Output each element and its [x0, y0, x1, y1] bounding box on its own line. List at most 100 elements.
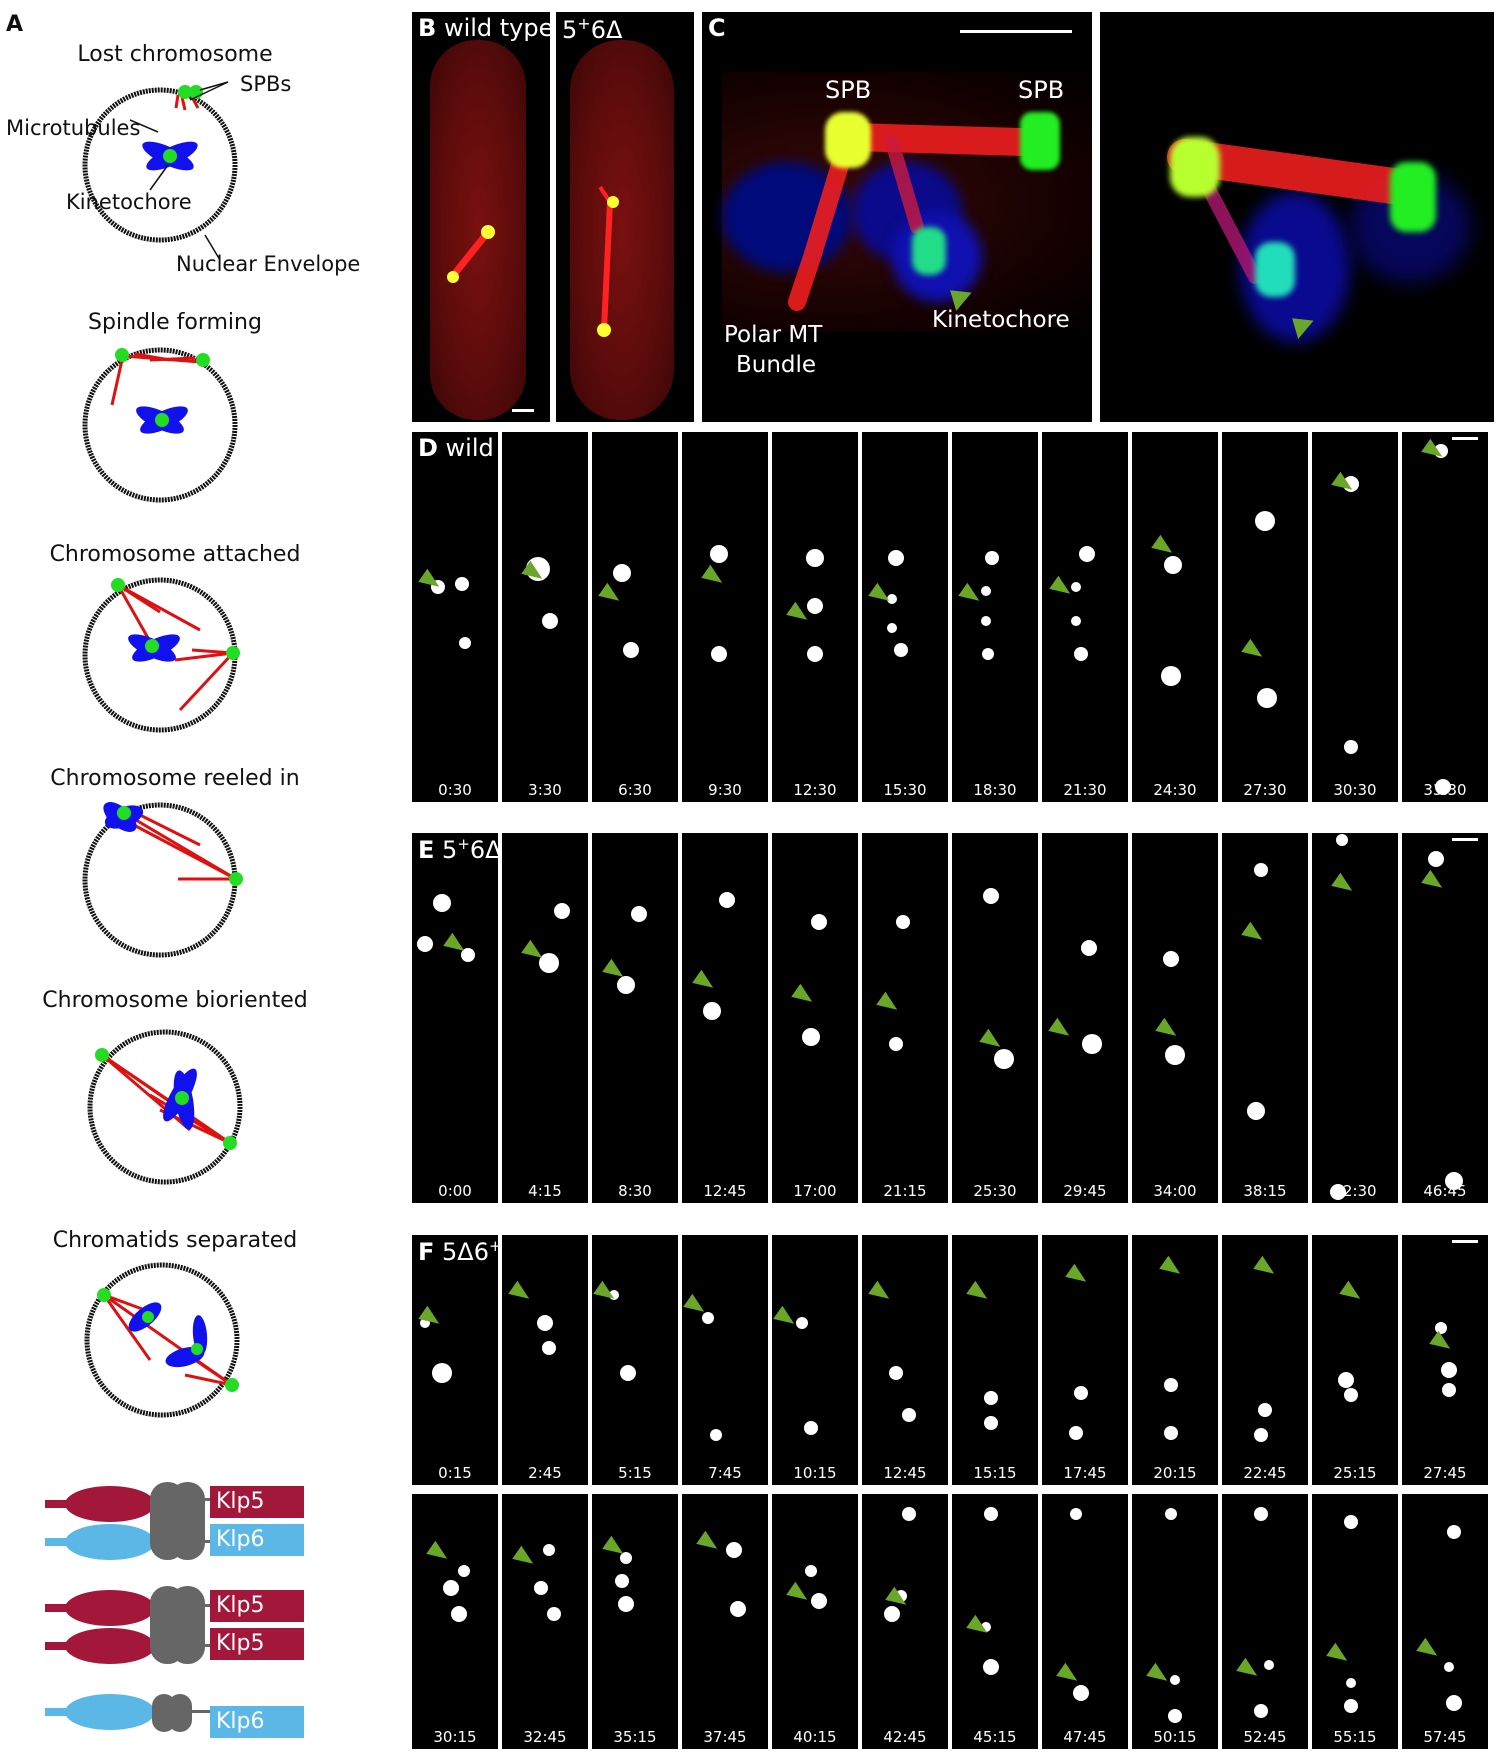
fluorescent-spot: [1163, 1378, 1178, 1392]
timelapse-frame: 12:45: [682, 833, 768, 1203]
fluorescent-spot: [703, 1001, 722, 1020]
stage-title-spindle-forming: Spindle forming: [88, 310, 262, 335]
frame-timestamp: 50:15: [1153, 1728, 1197, 1746]
frame-timestamp: 12:30: [793, 781, 837, 799]
fluorescent-spot: [416, 936, 433, 952]
fluorescent-spot: [718, 891, 735, 908]
fluorescent-spot: [1253, 863, 1268, 877]
fluorescent-spot: [419, 1317, 430, 1328]
frame-timestamp: 0:30: [438, 781, 472, 799]
label-kinetochore: Kinetochore: [66, 190, 192, 214]
fluorescent-spot: [1444, 1662, 1455, 1673]
frame-timestamp: 52:45: [1243, 1728, 1287, 1746]
timelapse-frame: 3:30: [502, 432, 588, 802]
frame-timestamp: 15:30: [883, 781, 927, 799]
fluorescent-spot: [1163, 1425, 1178, 1440]
timelapse-frame: 38:15: [1222, 833, 1308, 1203]
kinetochore-arrow-icon: [1429, 1330, 1455, 1356]
kinetochore-arrow-icon: [1159, 1255, 1185, 1281]
timelapse-frame: 27:30: [1222, 432, 1308, 802]
fluorescent-spot: [710, 1429, 723, 1441]
fluorescent-spot: [451, 1605, 468, 1622]
frame-timestamp: 46:45: [1423, 1182, 1467, 1200]
fluorescent-spot: [983, 1415, 998, 1430]
fluorescent-spot: [803, 1420, 818, 1435]
frame-timestamp: 4:15: [528, 1182, 562, 1200]
stage-title-chromosome-reeled-in: Chromosome reeled in: [50, 766, 300, 791]
timelapse-frame: 55:15: [1312, 1494, 1398, 1749]
fluorescent-spot: [1081, 1033, 1102, 1054]
kinetochore-arrow-icon: [867, 583, 894, 608]
fluorescent-spot: [1343, 1388, 1358, 1402]
timelapse-frame: 24:30: [1132, 432, 1218, 802]
fluorescent-spot: [622, 642, 639, 659]
timelapse-frame: 8:30: [592, 833, 678, 1203]
legend-klp5-hetero: Klp5: [210, 1486, 304, 1518]
panel-header: E 5+6Δ: [418, 835, 502, 864]
legend-klp5-homo-bottom: Klp5: [210, 1628, 304, 1660]
fluorescent-spot: [889, 1036, 904, 1051]
timelapse-frame: 30:30: [1312, 432, 1398, 802]
fluorescent-spot: [1071, 582, 1082, 593]
stage-title-chromosome-attached: Chromosome attached: [49, 542, 301, 567]
fluorescent-spot: [433, 894, 452, 913]
kinetochore-arrow-icon: [1330, 873, 1357, 898]
fluorescent-spot: [1165, 1045, 1185, 1065]
timelapse-frame: 17:00: [772, 833, 858, 1203]
fluorescent-spot: [1253, 1428, 1268, 1442]
timelapse-frame: 42:30: [1312, 833, 1398, 1203]
fluorescent-spot: [981, 615, 992, 626]
fluorescent-spot: [710, 646, 727, 662]
fluorescent-spot: [984, 550, 999, 565]
frame-timestamp: 40:15: [793, 1728, 837, 1746]
timelapse-frame: 33:30: [1402, 432, 1488, 802]
diagram-chromosome-bioriented: [87, 1029, 243, 1185]
frame-timestamp: 45:15: [973, 1728, 1017, 1746]
fluorescent-spot: [1069, 1425, 1084, 1440]
frame-timestamp: 2:45: [528, 1464, 562, 1482]
frame-timestamp: 35:15: [613, 1728, 657, 1746]
label-polar-mt: Polar MT: [724, 322, 823, 348]
fluorescent-spot: [982, 887, 999, 904]
frame-timestamp: 12:45: [883, 1464, 927, 1482]
fluorescent-spot: [608, 1290, 619, 1300]
panel-a-letter: A: [6, 12, 24, 37]
timelapse-frame: 21:15: [862, 833, 948, 1203]
frame-timestamp: 9:30: [708, 781, 742, 799]
fluorescent-spot: [543, 1544, 556, 1557]
timelapse-frame: 25:30: [952, 833, 1038, 1203]
frame-timestamp: 30:15: [433, 1728, 477, 1746]
timelapse-frame: 34:00: [1132, 833, 1218, 1203]
frame-timestamp: 17:00: [793, 1182, 837, 1200]
kinetochore-arrow-icon: [957, 583, 984, 608]
kinetochore-arrow-icon: [786, 1581, 812, 1607]
fluorescent-spot: [806, 548, 824, 567]
label-spb-right: SPB: [1018, 76, 1065, 104]
timelapse-frame: 4:15: [502, 833, 588, 1203]
kinetochore-arrow-icon: [1240, 638, 1267, 664]
kinetochore-arrow-icon: [1253, 1255, 1280, 1281]
fluorescent-spot: [981, 1621, 992, 1632]
scale-bar: [1452, 838, 1478, 841]
timelapse-frame: 18:30: [952, 432, 1038, 802]
legend-klp6-hetero: Klp6: [210, 1524, 304, 1556]
fluorescent-spot: [983, 1507, 998, 1522]
panel-header: F 5Δ6+: [418, 1237, 502, 1266]
fluorescent-spot: [533, 1581, 548, 1596]
legend-klp6-mono: Klp6: [210, 1706, 304, 1738]
timelapse-frame: 50:15: [1132, 1494, 1218, 1749]
timelapse-frame: 32:45: [502, 1494, 588, 1749]
fluorescent-spot: [725, 1542, 742, 1559]
fluorescent-spot: [1345, 1677, 1356, 1688]
fluorescent-spot: [729, 1600, 746, 1617]
timelapse-frame: 15:15: [952, 1235, 1038, 1485]
label-nuclear-envelope: Nuclear Envelope: [176, 252, 361, 276]
fluorescent-spot: [618, 1595, 635, 1612]
diagram-spindle-forming: [82, 347, 238, 503]
fluorescent-spot: [889, 1365, 904, 1380]
label-kinetochore-c: Kinetochore: [932, 307, 1070, 333]
fluorescent-spot: [1168, 1708, 1182, 1723]
timelapse-frame: 15:30: [862, 432, 948, 802]
